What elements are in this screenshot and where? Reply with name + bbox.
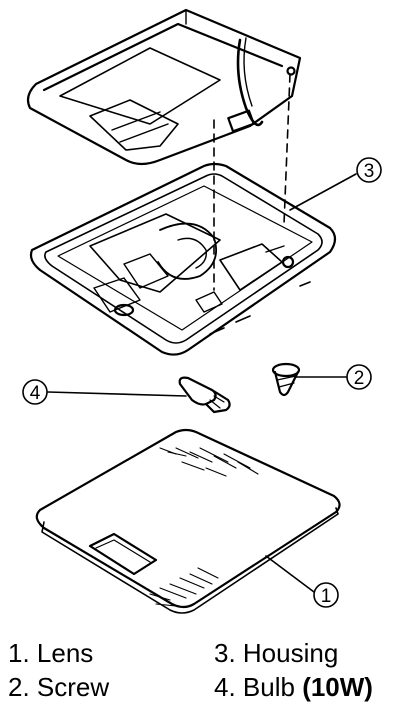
lens-hatching (149, 447, 259, 607)
legend-lens: 1. Lens (8, 638, 94, 668)
callout-3: 3 (289, 157, 382, 211)
legend-bulb-spec: (10W) (302, 672, 373, 702)
callout-2: 2 (295, 364, 372, 390)
callout-4: 4 (22, 379, 187, 405)
legend-bulb: 4. Bulb (10W) (214, 670, 373, 704)
screw (271, 362, 301, 397)
callout-1-label: 1 (321, 586, 332, 607)
legend-screw: 2. Screw (8, 672, 110, 702)
callout-2-label: 2 (354, 368, 365, 389)
parts-legend: 1. Lens 2. Screw 3. Housing 4. Bulb (10W… (0, 636, 416, 710)
legend-housing: 3. Housing (214, 638, 339, 668)
lens (35, 428, 341, 614)
mounting-plate (26, 8, 302, 166)
bulb (178, 376, 231, 414)
callout-4-label: 4 (30, 383, 41, 404)
callout-1: 1 (265, 555, 339, 608)
housing (29, 162, 337, 356)
callout-3-label: 3 (364, 161, 375, 182)
legend-bulb-label: 4. Bulb (214, 672, 295, 702)
